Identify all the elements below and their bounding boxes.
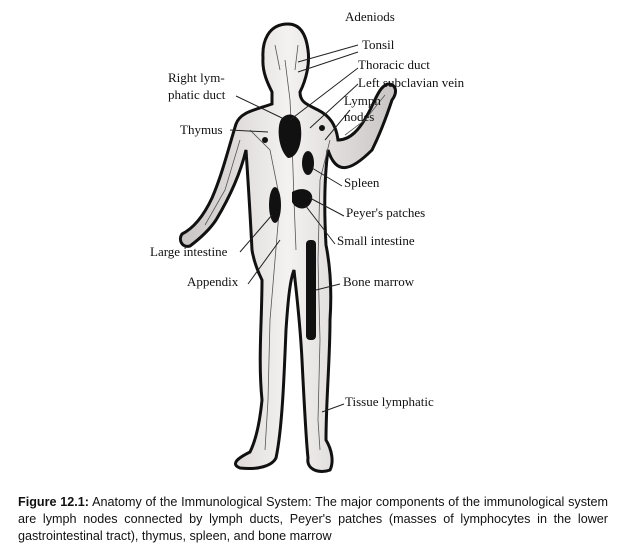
spleen [302, 151, 314, 175]
body-outline [178, 22, 397, 473]
large-intestine [269, 187, 281, 223]
label-tissue-lymphatic: Tissue lymphatic [345, 394, 434, 409]
organs [262, 114, 325, 340]
label-lymph-nodes-line2: nodes [344, 109, 375, 124]
figure-caption: Figure 12.1: Anatomy of the Immunologica… [18, 494, 608, 545]
peyers-patches [292, 189, 313, 209]
thymus-heart [278, 114, 302, 158]
label-bone-marrow: Bone marrow [343, 274, 415, 289]
label-adenoids: Adeniods [345, 9, 395, 24]
label-tonsil: Tonsil [362, 37, 395, 52]
label-thoracic-duct: Thoracic duct [358, 57, 430, 72]
label-spleen: Spleen [344, 175, 380, 190]
label-large-intestine: Large intestine [150, 244, 228, 259]
label-left-subclavian-vein: Left subclavian vein [358, 75, 465, 90]
leader-lines [229, 44, 359, 413]
figure-number: Figure 12.1: [18, 495, 89, 509]
lymph-node [319, 125, 325, 131]
label-peyers-patches: Peyer's patches [346, 205, 426, 220]
label-small-intestine: Small intestine [337, 233, 415, 248]
label-lymph-nodes-line1: Lymph [344, 93, 381, 108]
human-lymphatic-system-illustration [178, 22, 397, 473]
label-appendix: Appendix [187, 274, 239, 289]
label-right-lymphatic-duct-line2: phatic duct [168, 87, 226, 102]
label-right-lymphatic-duct-line1: Right lym- [168, 70, 225, 85]
lymph-node [262, 137, 268, 143]
bone-marrow [306, 240, 316, 340]
caption-text: Anatomy of the Immunological System: The… [18, 495, 608, 543]
label-thymus: Thymus [180, 122, 223, 137]
